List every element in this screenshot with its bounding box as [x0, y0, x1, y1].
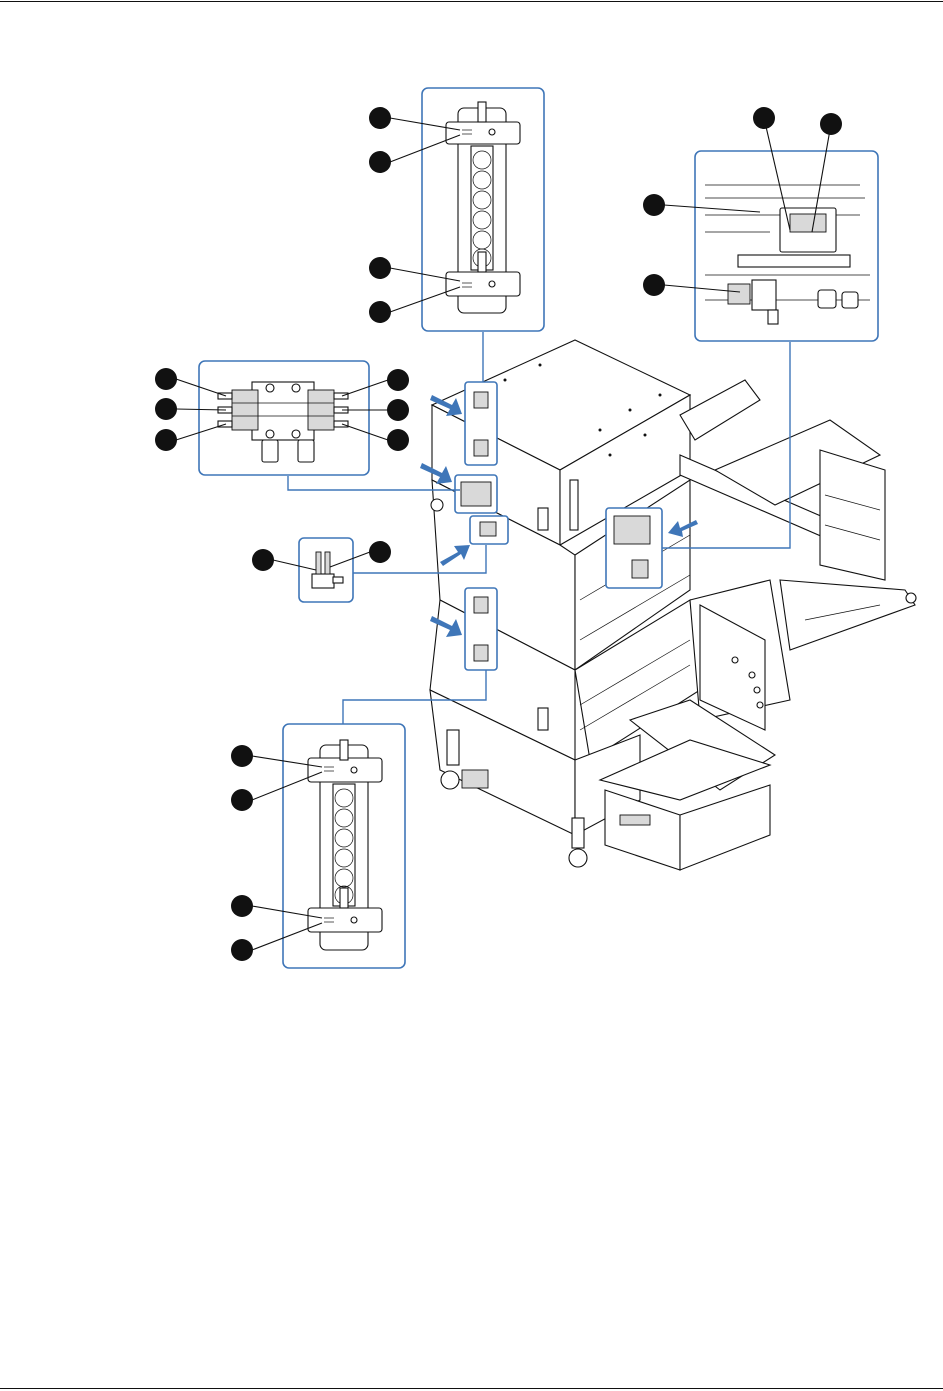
marker-fitting-2: [369, 541, 391, 563]
caster-right: [569, 818, 587, 867]
marker-top-3: [369, 257, 391, 279]
marker-manifold-1: [155, 368, 177, 390]
handle-2: [538, 708, 548, 730]
tray-label: [620, 815, 650, 825]
callout-fitting: [299, 538, 353, 602]
rack-right-panel: [820, 450, 885, 580]
tray-front: [605, 790, 680, 870]
callout-right-detail: [695, 151, 878, 341]
handle-1: [538, 508, 548, 530]
tray-side: [680, 785, 770, 870]
marker-bottom-4: [231, 939, 253, 961]
marker-top-4: [369, 301, 391, 323]
marker-top-1: [369, 107, 391, 129]
callout-manifold: [199, 361, 369, 475]
marker-top-2: [369, 151, 391, 173]
marker-right-3: [643, 194, 665, 216]
side-port: [431, 499, 443, 511]
marker-bottom-2: [231, 789, 253, 811]
slide-knob: [906, 593, 916, 603]
marker-manifold-6: [387, 429, 409, 451]
marker-right-1: [753, 107, 775, 129]
marker-manifold-5: [387, 399, 409, 421]
rail-upper: [680, 380, 760, 440]
marker-right-2: [820, 113, 842, 135]
marker-manifold-4: [387, 369, 409, 391]
slide-arm: [780, 580, 915, 650]
marker-right-4: [643, 274, 665, 296]
marker-fitting-1: [252, 549, 274, 571]
side-slot: [570, 480, 578, 530]
marker-bottom-3: [231, 895, 253, 917]
marker-bottom-1: [231, 745, 253, 767]
main-machine: [430, 340, 916, 870]
marker-manifold-3: [155, 429, 177, 451]
marker-manifold-2: [155, 398, 177, 420]
